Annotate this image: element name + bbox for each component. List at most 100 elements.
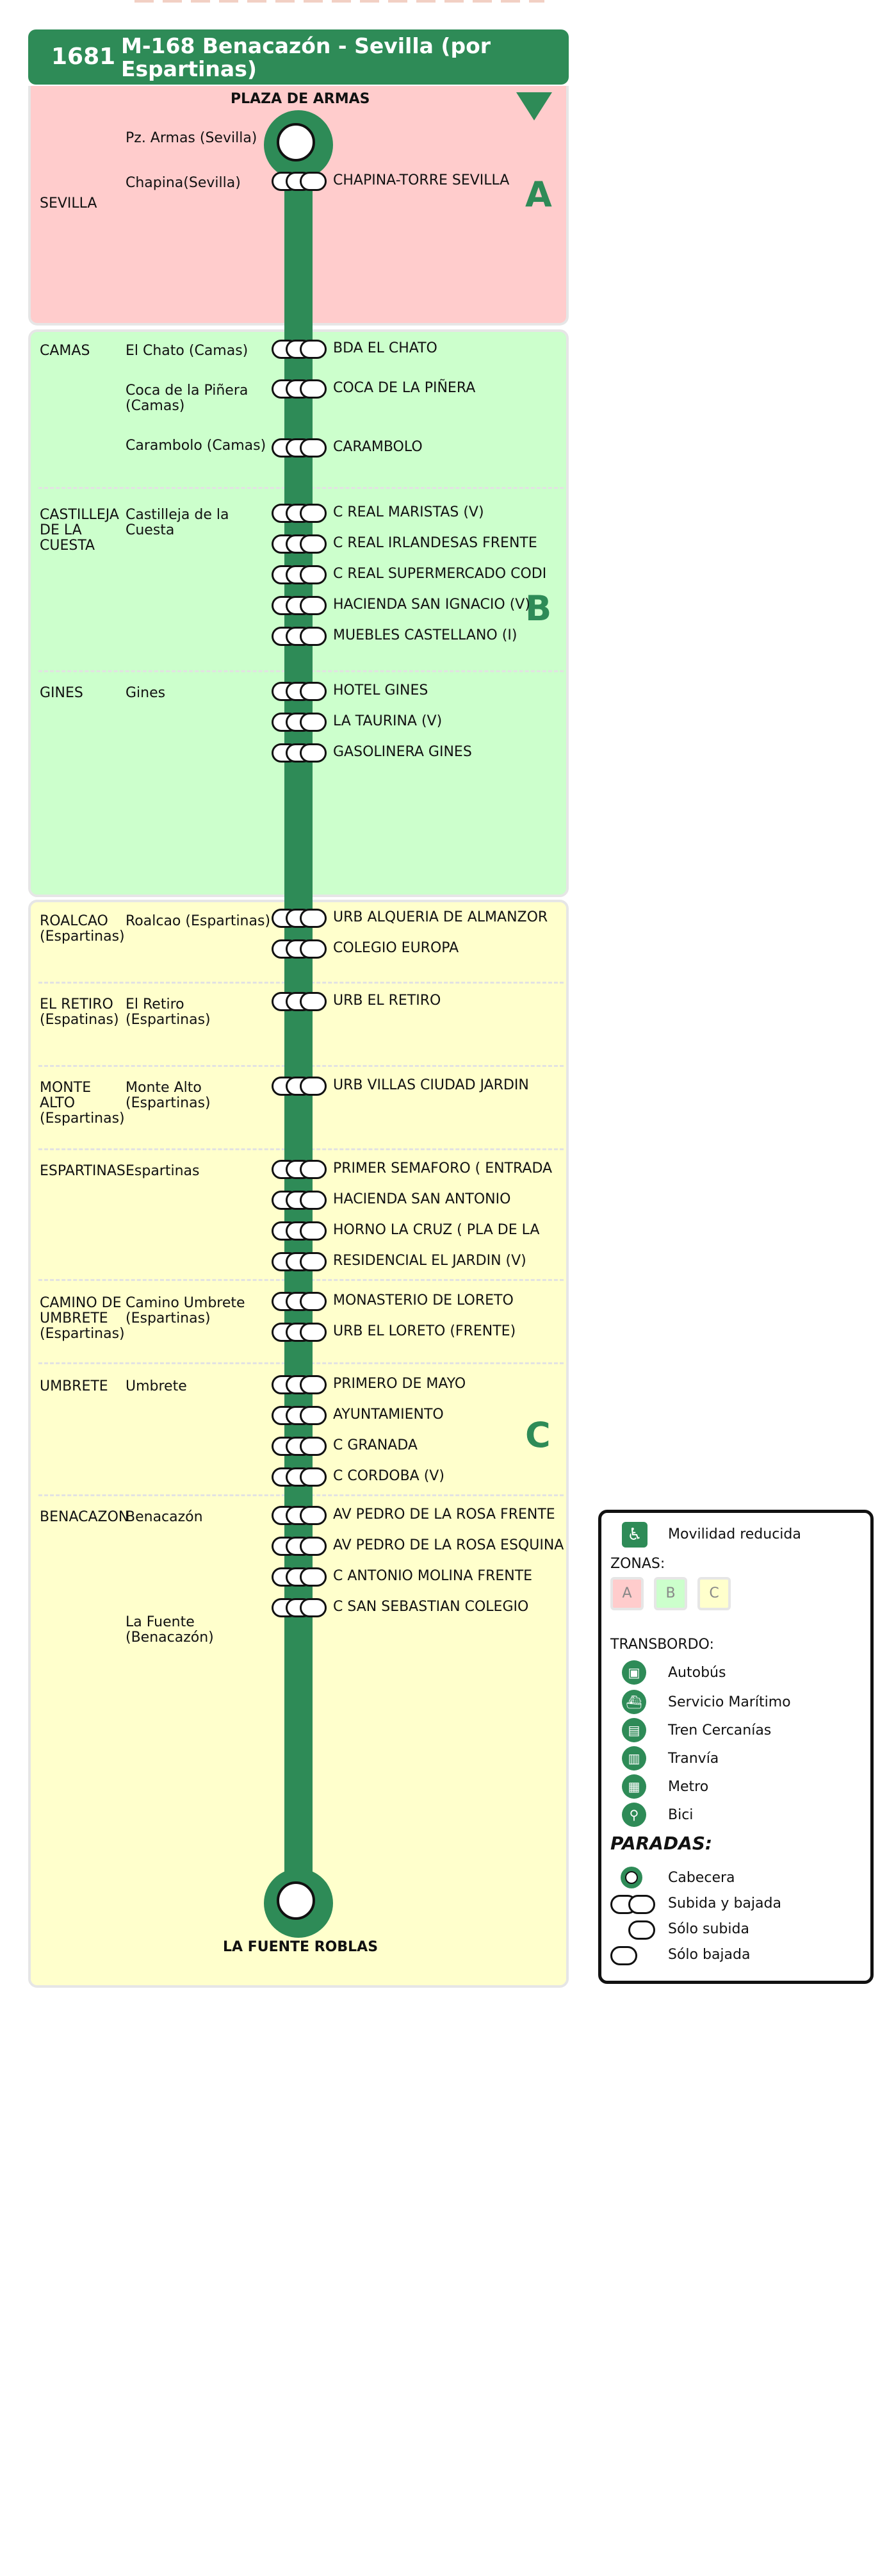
stop-marker[interactable] xyxy=(272,565,327,584)
stop-name: PRIMERO DE MAYO xyxy=(333,1376,466,1392)
municipality-label: CASTILLEJA DE LA CUESTA xyxy=(40,507,119,554)
route-number: 1681 xyxy=(51,44,116,70)
stop-marker[interactable] xyxy=(272,1567,327,1587)
stop-name: AV PEDRO DE LA ROSA ESQUINA xyxy=(333,1537,564,1553)
bus-icon: ▣ xyxy=(622,1660,646,1685)
route-header: 1681 M-168 Benacazón - Sevilla (por Espa… xyxy=(28,29,569,85)
municipality-label: CAMINO DE UMBRETE (Espartinas) xyxy=(40,1295,125,1342)
municipality-label: UMBRETE xyxy=(40,1378,108,1394)
legend-zone-b: B xyxy=(654,1577,687,1610)
stop-name: URB EL LORETO (FRENTE) xyxy=(333,1323,516,1339)
zone-letter-c: C xyxy=(525,1415,551,1455)
stop-marker[interactable] xyxy=(272,596,327,615)
ferry-icon: ⛴ xyxy=(622,1690,646,1714)
terminal-end-icon[interactable] xyxy=(264,1869,333,1938)
stop-marker[interactable] xyxy=(272,172,327,191)
stop-name: HORNO LA CRUZ ( PLA DE LA xyxy=(333,1222,540,1238)
stop-marker[interactable] xyxy=(272,340,327,359)
stop-marker[interactable] xyxy=(272,939,327,959)
stop-marker[interactable] xyxy=(272,1467,327,1487)
locality-label: El Chato (Camas) xyxy=(126,343,248,359)
zone-letter-a: A xyxy=(525,174,552,215)
municipality-label: ROALCAO (Espartinas) xyxy=(40,913,125,945)
locality-label: Gines xyxy=(126,685,166,701)
stop-marker[interactable] xyxy=(272,627,327,646)
stop-marker[interactable] xyxy=(272,1252,327,1271)
stop-marker[interactable] xyxy=(272,1292,327,1311)
route-title: M-168 Benacazón - Sevilla (por Espartina… xyxy=(121,33,491,81)
stop-marker[interactable] xyxy=(272,438,327,458)
locality-label: Monte Alto (Espartinas) xyxy=(126,1080,211,1111)
locality-label: Espartinas xyxy=(126,1163,200,1179)
legend-stop-type: Cabecera xyxy=(668,1870,735,1886)
stop-marker[interactable] xyxy=(272,1323,327,1342)
stop-name: C REAL IRLANDESAS FRENTE xyxy=(333,535,537,551)
stop-marker[interactable] xyxy=(272,504,327,523)
stop-marker[interactable] xyxy=(272,909,327,928)
terminal-start-name: PLAZA DE ARMAS xyxy=(231,91,370,107)
stop-marker[interactable] xyxy=(272,1598,327,1617)
stop-marker[interactable] xyxy=(272,1077,327,1096)
stop-marker[interactable] xyxy=(272,1375,327,1394)
locality-label: Benacazón xyxy=(126,1509,203,1525)
stop-name: URB EL RETIRO xyxy=(333,993,441,1009)
tram-icon: ▥ xyxy=(622,1746,646,1771)
stop-name: C REAL MARISTAS (V) xyxy=(333,504,484,520)
stop-marker[interactable] xyxy=(272,534,327,554)
legend-reduced-mobility: Movilidad reducida xyxy=(668,1526,801,1542)
stop-name: BDA EL CHATO xyxy=(333,340,437,356)
stop-name: MUEBLES CASTELLANO (I) xyxy=(333,627,517,643)
stop-marker[interactable] xyxy=(272,1537,327,1556)
legend-zones-label: ZONAS: xyxy=(610,1556,665,1572)
locality-label: Roalcao (Espartinas) xyxy=(126,913,271,929)
stop-name: GASOLINERA GINES xyxy=(333,744,472,760)
terminal-start-icon[interactable] xyxy=(264,110,333,179)
stop-name: C REAL SUPERMERCADO CODI xyxy=(333,566,547,582)
stop-marker[interactable] xyxy=(272,1191,327,1210)
stop-name: RESIDENCIAL EL JARDIN (V) xyxy=(333,1253,526,1269)
locality-label: Pz. Armas (Sevilla) xyxy=(126,130,257,146)
legend-zone-c: C xyxy=(697,1577,731,1610)
stop-name: C CORDOBA (V) xyxy=(333,1468,444,1484)
stop-marker[interactable] xyxy=(272,743,327,763)
locality-label: Camino Umbrete (Espartinas) xyxy=(126,1295,245,1326)
metro-icon: ▦ xyxy=(622,1774,646,1799)
municipality-label: BENACAZON xyxy=(40,1509,129,1525)
locality-label: El Retiro (Espartinas) xyxy=(126,996,211,1028)
stop-name: COCA DE LA PIÑERA xyxy=(333,380,476,396)
locality-label: Coca de la Piñera (Camas) xyxy=(126,383,248,414)
municipality-label: SEVILLA xyxy=(40,195,97,211)
stop-marker[interactable] xyxy=(272,1160,327,1179)
zone-letter-b: B xyxy=(525,588,552,629)
stop-marker[interactable] xyxy=(272,1506,327,1525)
stop-name: HACIENDA SAN IGNACIO (V) xyxy=(333,597,530,613)
top-decoration xyxy=(134,0,544,3)
municipality-label: GINES xyxy=(40,685,83,701)
stop-name: HACIENDA SAN ANTONIO xyxy=(333,1191,511,1207)
municipality-label: MONTE ALTO (Espartinas) xyxy=(40,1080,125,1127)
legend-stop-type: Sólo subida xyxy=(668,1921,749,1937)
municipality-label: EL RETIRO (Espatinas) xyxy=(40,996,119,1028)
legend-both-icon xyxy=(610,1895,655,1914)
stop-marker[interactable] xyxy=(272,1221,327,1241)
legend-transfer-item: Tren Cercanías xyxy=(668,1722,772,1738)
stop-name: COLEGIO EUROPA xyxy=(333,940,459,956)
direction-arrow-icon xyxy=(516,92,552,120)
stop-marker[interactable] xyxy=(272,992,327,1011)
legend-stop-type: Sólo bajada xyxy=(668,1947,751,1963)
route-line xyxy=(284,142,313,1904)
stop-name: MONASTERIO DE LORETO xyxy=(333,1292,514,1309)
stop-name: PRIMER SEMAFORO ( ENTRADA xyxy=(333,1160,553,1177)
stop-name: C ANTONIO MOLINA FRENTE xyxy=(333,1568,533,1584)
legend-boarding-icon xyxy=(610,1920,655,1940)
legend-transfer-item: Metro xyxy=(668,1779,709,1795)
locality-label: Carambolo (Camas) xyxy=(126,438,266,454)
terminal-end-name: LA FUENTE ROBLAS xyxy=(223,1939,379,1955)
stop-marker[interactable] xyxy=(272,682,327,701)
stop-marker[interactable] xyxy=(272,1406,327,1425)
legend-stop-type: Subida y bajada xyxy=(668,1895,781,1911)
stop-marker[interactable] xyxy=(272,379,327,399)
municipality-label: CAMAS xyxy=(40,343,90,359)
stop-marker[interactable] xyxy=(272,713,327,732)
stop-marker[interactable] xyxy=(272,1437,327,1456)
